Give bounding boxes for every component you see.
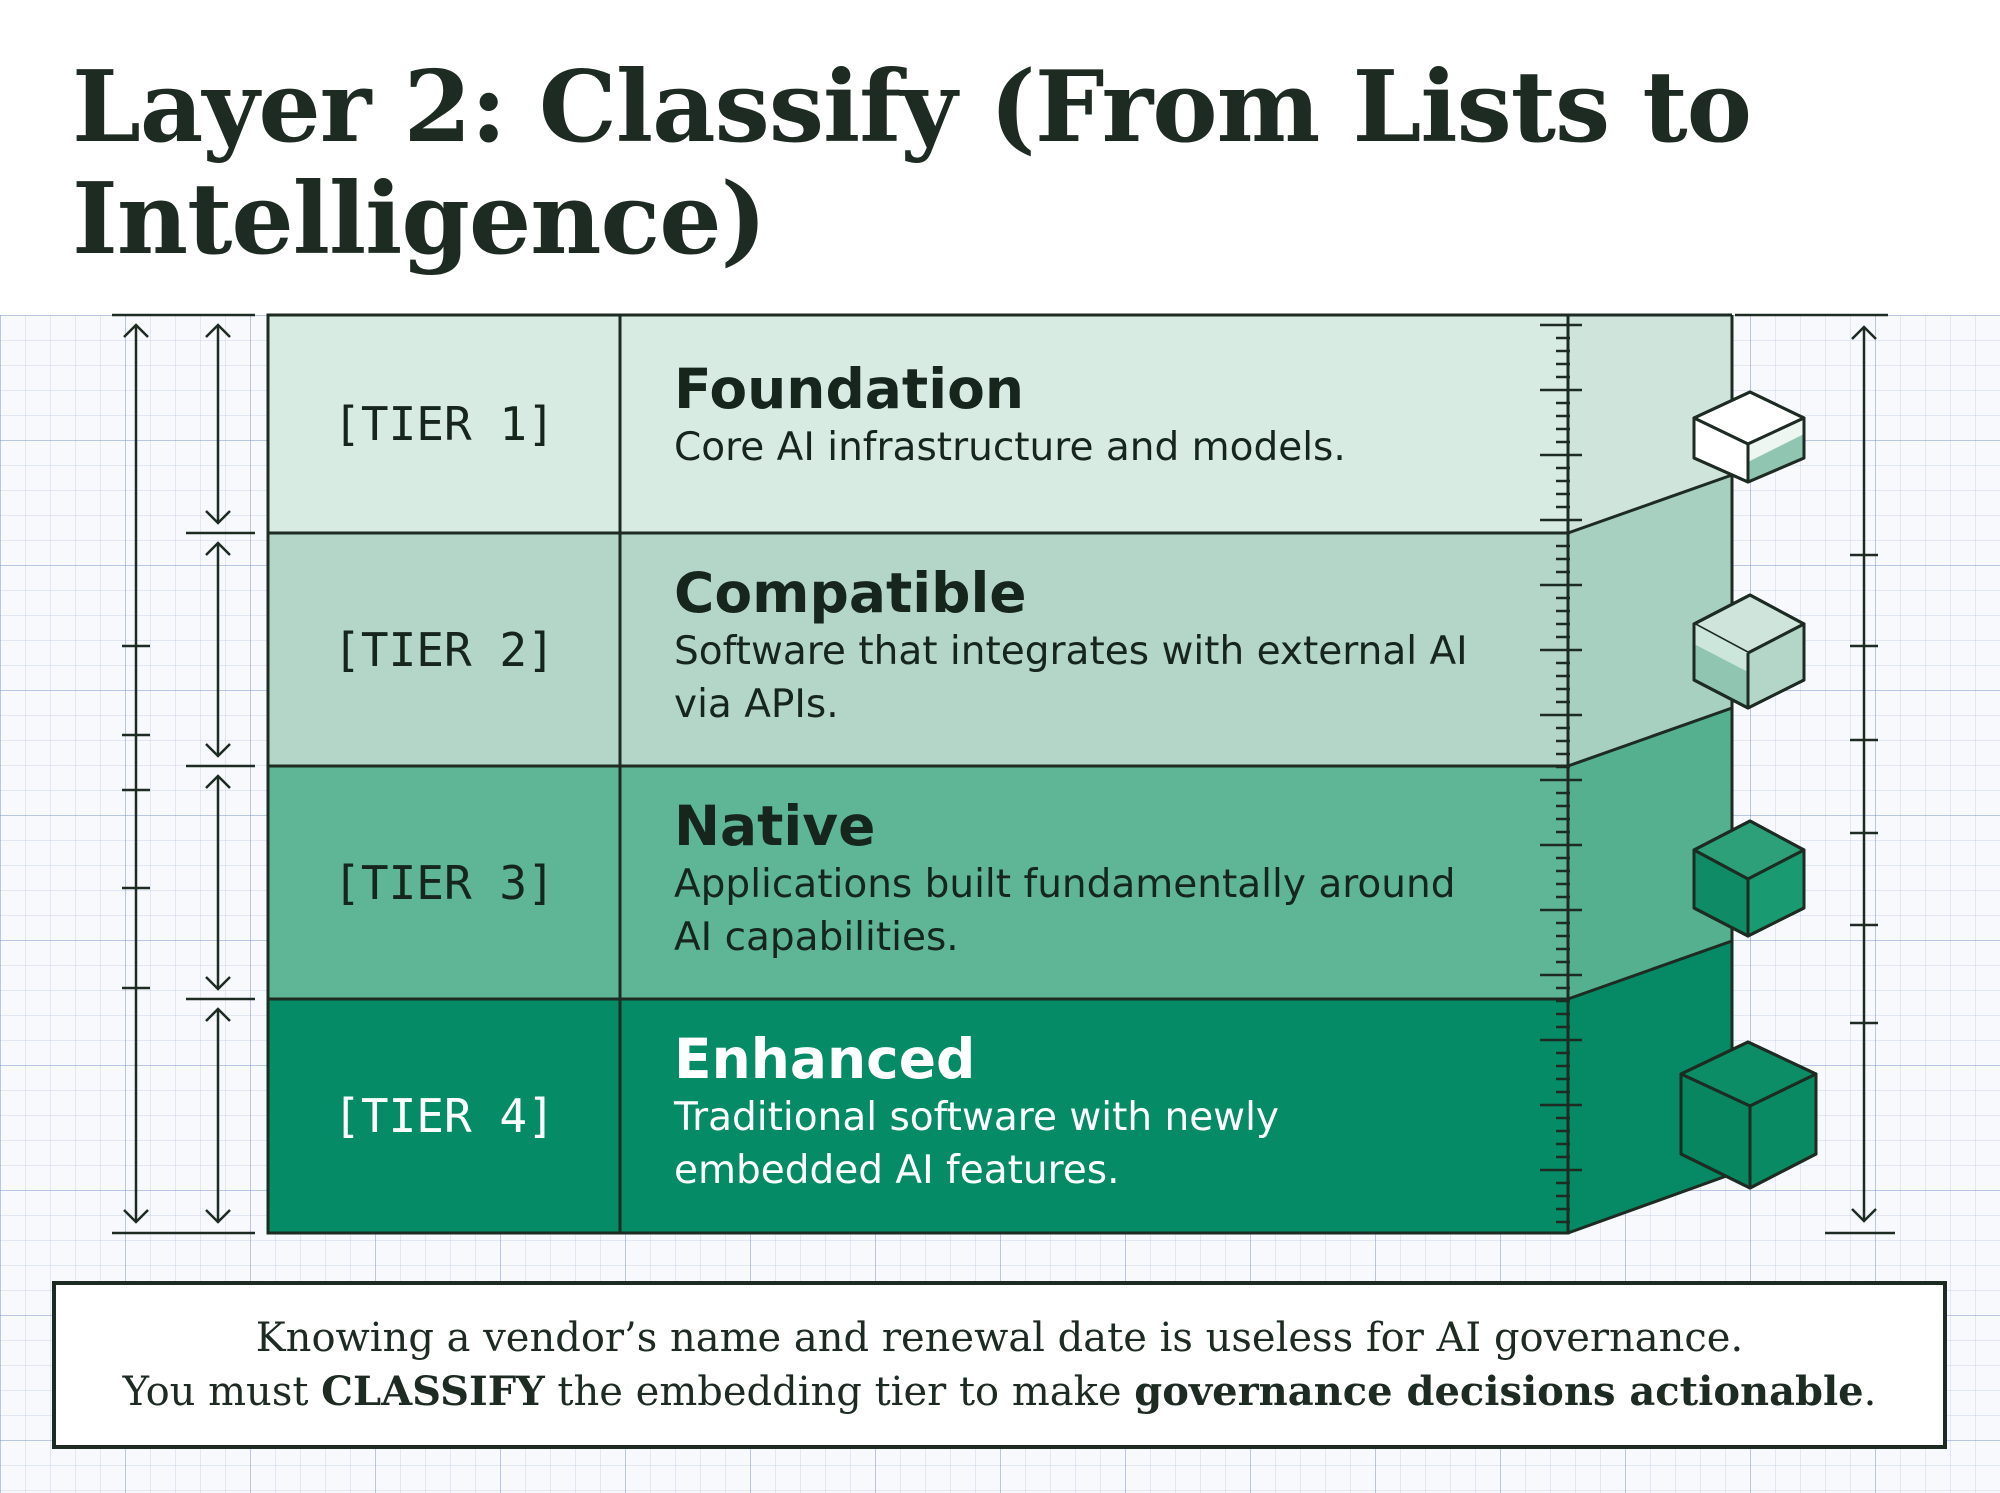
callout-emphasis: CLASSIFY	[321, 1367, 545, 1415]
cube-icon	[1679, 1040, 1818, 1190]
tier-description: Applications built fundamentally around …	[674, 862, 1456, 960]
tier-band-2	[268, 533, 1568, 766]
tier-row-3: [TIER 3] Native Applications built funda…	[268, 766, 1568, 999]
tier-label: [TIER 1]	[333, 397, 555, 451]
tier-description: Core AI infrastructure and models.	[674, 425, 1346, 470]
tier-description: Software that integrates with external A…	[674, 629, 1468, 727]
tier-name: Native	[674, 794, 876, 858]
callout-text: You must	[122, 1368, 322, 1415]
tier-text: Enhanced Traditional software with newly…	[674, 1027, 1494, 1197]
tier-label: [TIER 3]	[333, 855, 555, 910]
tier-text: Native Applications built fundamentally …	[674, 794, 1494, 964]
tier-label: [TIER 2]	[333, 622, 555, 677]
tier-row-2: [TIER 2] Compatible Software that integr…	[268, 533, 1568, 766]
cube-icon	[1692, 593, 1806, 710]
page-title: Layer 2: Classify (From Lists to Intelli…	[72, 50, 1752, 277]
ruler-ticks	[1540, 323, 1582, 1224]
callout-box: Knowing a vendor’s name and renewal date…	[52, 1281, 1947, 1449]
callout-text: the embedding tier to make	[544, 1368, 1135, 1415]
tier-description: Traditional software with newly embedded…	[674, 1095, 1279, 1193]
callout-line-1: Knowing a vendor’s name and renewal date…	[255, 1314, 1744, 1361]
callout-text: .	[1863, 1368, 1877, 1415]
tier-band-3	[268, 766, 1568, 999]
tier-label: [TIER 4]	[333, 1089, 555, 1143]
tier-side-1	[1568, 315, 1732, 533]
tier-side-2	[1568, 475, 1732, 766]
tier-name: Foundation	[674, 357, 1025, 421]
tier-row-4: [TIER 4] Enhanced Traditional software w…	[268, 999, 1568, 1233]
left-dimension-lines	[112, 313, 255, 1235]
tier-text: Compatible Software that integrates with…	[674, 561, 1494, 731]
callout-emphasis: governance decisions actionable	[1134, 1367, 1864, 1415]
tier-name: Enhanced	[674, 1027, 976, 1091]
callout-line-2: You must CLASSIFY the embedding tier to …	[123, 1365, 1877, 1419]
cube-icon	[1692, 819, 1806, 938]
cube-icon	[1692, 390, 1806, 484]
tier-row-1: [TIER 1] Foundation Core AI infrastructu…	[268, 315, 1568, 533]
tier-band-4	[268, 999, 1568, 1233]
tier-side-3	[1568, 708, 1732, 999]
tier-name: Compatible	[674, 561, 1027, 625]
right-dimension-line	[1735, 313, 1895, 1235]
tier-band-1	[268, 315, 1568, 533]
tier-text: Foundation Core AI infrastructure and mo…	[674, 357, 1494, 474]
